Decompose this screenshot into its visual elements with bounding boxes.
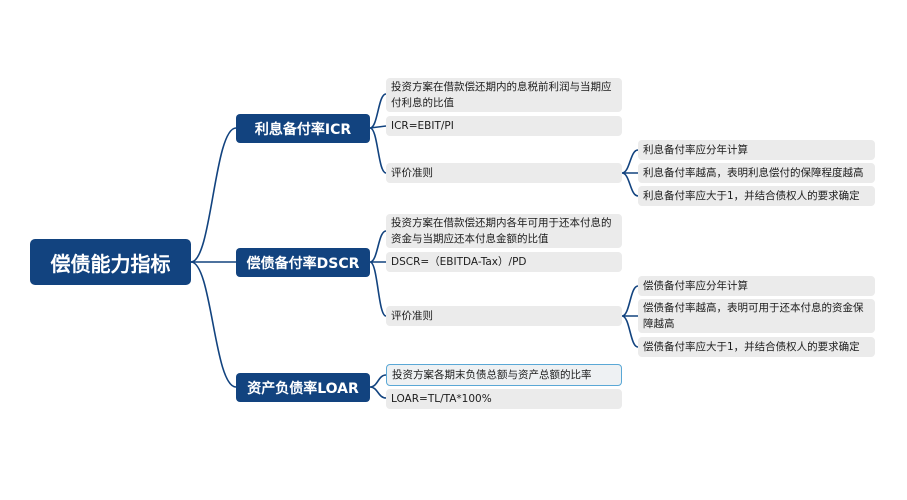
link-icr-leaves (369, 93, 387, 174)
dscr-formula[interactable]: DSCR=（EBITDA-Tax）/PD (386, 252, 622, 272)
dscr-criterion-1[interactable]: 偿债备付率应分年计算 (638, 276, 875, 296)
link-loar-leaves (369, 374, 387, 399)
dscr-definition[interactable]: 投资方案在借款偿还期内各年可用于还本付息的资金与当期应还本付息金额的比值 (386, 214, 622, 248)
icr-criterion-2[interactable]: 利息备付率越高，表明利息偿付的保障程度越高 (638, 163, 875, 183)
icr-criterion-3[interactable]: 利息备付率应大于1，并结合债权人的要求确定 (638, 186, 875, 206)
loar-formula[interactable]: LOAR=TL/TA*100% (386, 389, 622, 409)
link-root-loar (190, 261, 237, 388)
icr-criteria-label[interactable]: 评价准则 (386, 163, 622, 183)
link-icr-criteria (621, 149, 639, 197)
dscr-criteria-label[interactable]: 评价准则 (386, 306, 622, 326)
root-node[interactable]: 偿债能力指标 (30, 239, 191, 285)
link-root-icr (190, 127, 237, 263)
icr-definition[interactable]: 投资方案在借款偿还期内的息税前利润与当期应付利息的比值 (386, 78, 622, 112)
icr-formula[interactable]: ICR=EBIT/PI (386, 116, 622, 136)
branch-icr[interactable]: 利息备付率ICR (236, 114, 370, 143)
dscr-criterion-3[interactable]: 偿债备付率应大于1，并结合债权人的要求确定 (638, 337, 875, 357)
branch-dscr[interactable]: 偿债备付率DSCR (236, 248, 370, 277)
branch-loar[interactable]: 资产负债率LOAR (236, 373, 370, 402)
link-dscr-leaves (369, 230, 387, 317)
icr-criterion-1[interactable]: 利息备付率应分年计算 (638, 140, 875, 160)
link-dscr-criteria (621, 285, 639, 348)
loar-definition[interactable]: 投资方案各期末负债总额与资产总额的比率 (386, 364, 622, 386)
dscr-criterion-2[interactable]: 偿债备付率越高，表明可用于还本付息的资金保障越高 (638, 299, 875, 333)
